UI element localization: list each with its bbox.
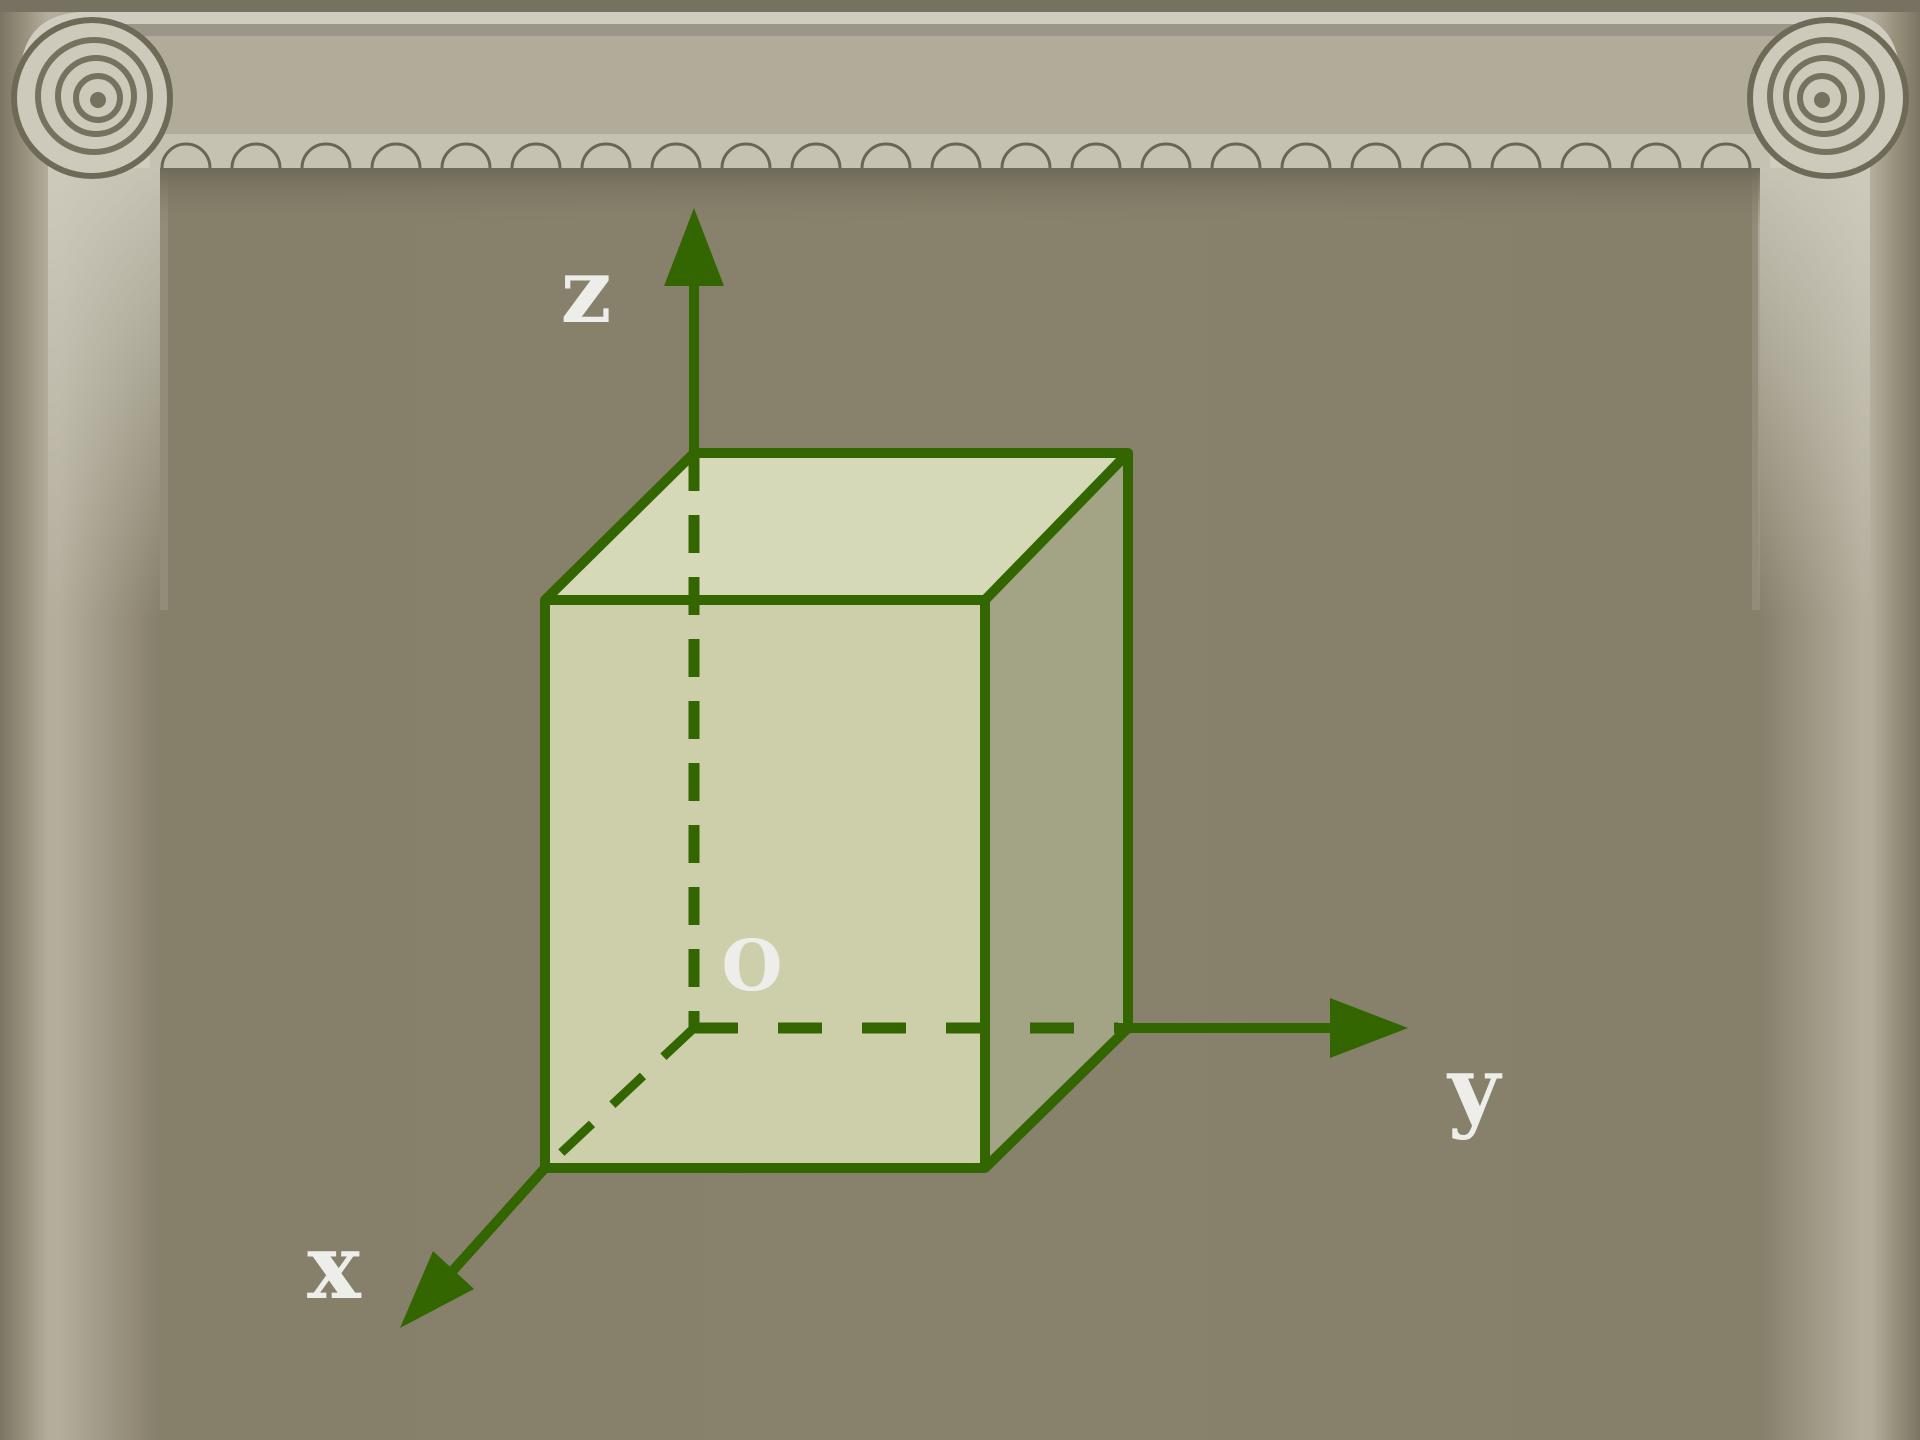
left-column — [48, 160, 160, 620]
top-face-outline — [541, 448, 1133, 604]
hidden-edge-diagonal — [541, 1024, 698, 1172]
x-axis — [444, 1164, 549, 1280]
cuboid-diagram: z y x O — [307, 208, 1503, 1328]
z-axis-label: z — [560, 238, 611, 344]
y-axis-label: y — [1446, 1036, 1503, 1142]
front-face — [545, 600, 985, 1168]
right-column — [1758, 160, 1870, 620]
right-volute-ornament — [1747, 17, 1909, 179]
top-strip — [0, 0, 1920, 12]
bead-row — [160, 142, 1752, 169]
bead-molding — [150, 134, 1770, 168]
z-arrowhead — [664, 208, 724, 286]
left-volute-ornament — [11, 17, 173, 179]
y-arrowhead — [1330, 998, 1408, 1058]
origin-label: O — [722, 924, 783, 1007]
x-axis-label: x — [307, 1214, 362, 1320]
x-arrowhead — [400, 1251, 474, 1328]
side-face — [985, 453, 1128, 1168]
